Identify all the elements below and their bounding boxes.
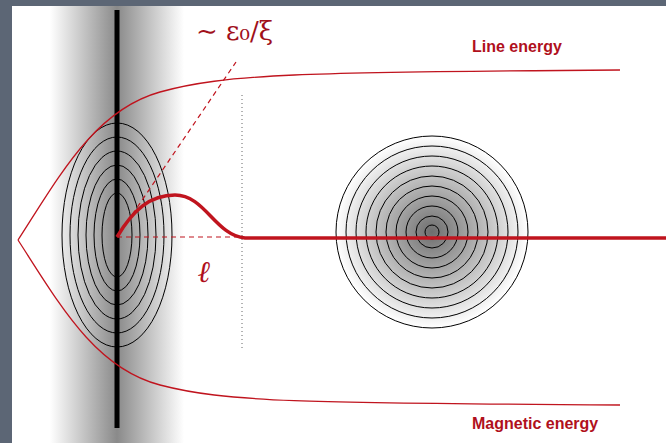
range-marker [242,95,243,350]
vortex-core-shading [336,136,528,328]
curve-label: Line energy [472,38,562,56]
total-energy-curve [117,195,666,238]
band-shading [50,6,184,443]
curve-label: Magnetic energy [472,415,598,433]
line-energy-curve [18,70,620,240]
length-label: ℓ [198,254,211,289]
slope-label: ∼ ε₀/ξ [196,16,273,46]
baseline-dashed-line [117,236,242,237]
panel [12,6,666,443]
vortex-contours [336,136,528,328]
magnetic-energy-curve [18,240,620,405]
